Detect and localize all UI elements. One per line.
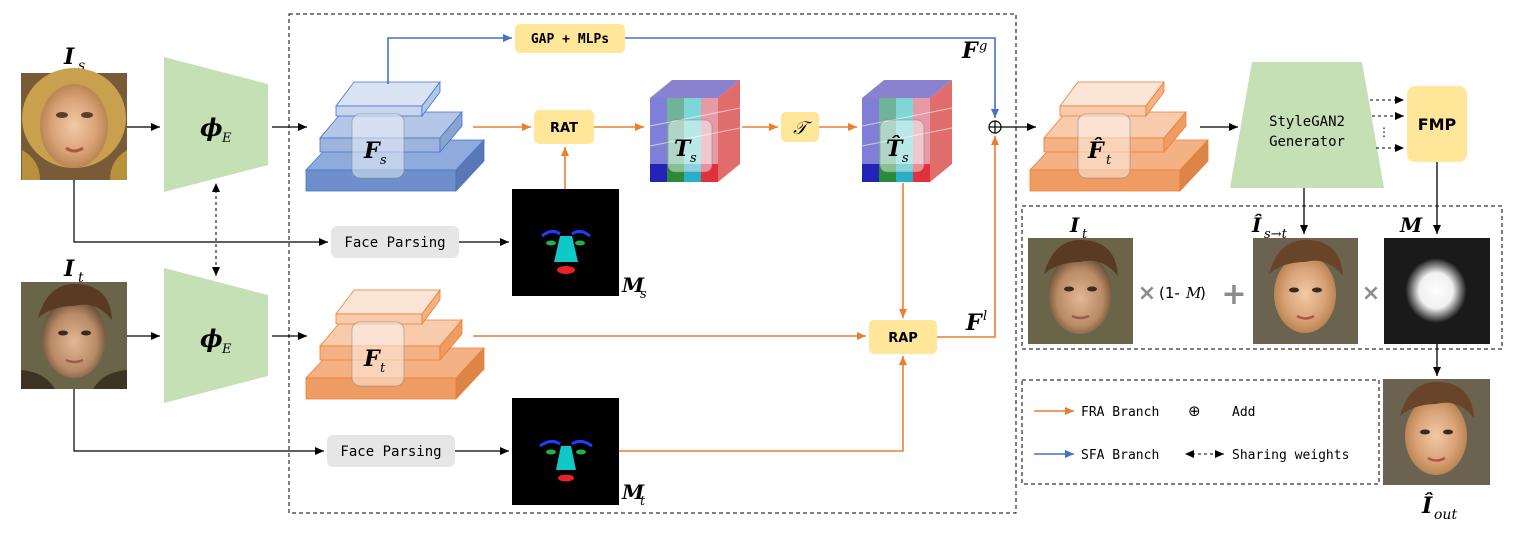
svg-text:M: M [621,273,645,297]
token-cube-transformed: T̂ s [861,80,953,182]
output-image [1383,379,1490,485]
svg-text:T: T [674,136,692,162]
rat-box: RAT [534,110,594,144]
global-feature-label: F g [961,38,987,64]
svg-text:F̂: F̂ [1087,138,1105,164]
target-face-image [21,282,127,389]
blend-target-image [1028,238,1133,344]
legend-add-label: Add [1232,405,1255,420]
stylegan2-generator: StyleGAN2 Generator [1230,62,1384,188]
source-feature-pyramid: F s [305,80,485,193]
svg-text:s: s [640,287,647,302]
svg-text:t: t [78,270,84,286]
svg-text:ϕ: ϕ [200,113,223,142]
svg-text:FMP: FMP [1418,115,1457,134]
svg-text:M: M [1185,284,1202,302]
svg-text:E: E [221,131,232,146]
svg-text:I: I [63,256,75,282]
svg-text:out: out [1434,507,1457,523]
gap-mlps-box: GAP + MLPs [515,24,625,53]
svg-text:t: t [1082,227,1088,242]
face-parsing-target: Face Parsing [327,435,455,467]
encoder-target: ϕ E [164,268,268,403]
fmp-box: FMP [1407,86,1467,162]
svg-text:s: s [78,58,85,74]
source-image-label: I s [63,44,85,74]
more-features-dots: ⋮ [1378,125,1390,139]
target-mask-image [512,398,619,505]
svg-text:I: I [1069,213,1080,237]
svg-text:F: F [363,346,381,372]
legend-fra-label: FRA Branch [1081,405,1159,420]
target-mask-label: M t [621,480,646,509]
blend-target-label: I t [1069,213,1088,242]
arrow-target-to-face-parsing [73,389,324,455]
transformer-box: 𝒯 [781,112,819,142]
svg-text:GAP + MLPs: GAP + MLPs [531,32,609,47]
times-symbol-2: × [1362,281,1380,306]
source-mask-label: M s [621,273,647,302]
svg-text:T̂: T̂ [886,136,904,162]
legend-add-symbol: ⊕ [1188,402,1201,420]
local-feature-label: F l [965,309,987,336]
add-operator [988,120,1002,134]
svg-text:Î: Î [1421,492,1433,519]
source-mask-image [512,189,619,296]
legend-sfa-label: SFA Branch [1081,448,1159,463]
arrow-gap-to-add [625,37,999,118]
swapped-face-image [1253,238,1358,344]
svg-text:): ) [1200,284,1206,302]
core-module-frame [288,13,1017,514]
svg-text:(1-: (1- [1159,284,1180,302]
output-label: Î out [1421,492,1457,523]
source-face-image [21,68,127,180]
svg-text:StyleGAN2: StyleGAN2 [1269,114,1345,130]
svg-text:s: s [690,151,697,166]
face-parsing-source: Face Parsing [331,226,459,258]
svg-text:Face Parsing: Face Parsing [340,444,441,460]
arrow-mt-to-rap [619,356,907,452]
svg-text:F: F [363,138,381,164]
arrow-fs-to-gap [387,34,512,84]
svg-text:s: s [380,153,387,168]
svg-text:Generator: Generator [1269,134,1345,150]
svg-text:Face Parsing: Face Parsing [344,235,445,251]
svg-text:M: M [1399,213,1423,237]
svg-text:I: I [63,44,75,70]
svg-text:F: F [961,38,979,64]
times-symbol-1: × [1138,281,1156,306]
mask-label: M [1399,213,1423,237]
token-cube-source: T s [649,80,741,182]
svg-text:t: t [640,494,646,509]
svg-text:g: g [979,39,987,54]
encoder-source: ϕ E [164,57,268,192]
svg-text:RAP: RAP [888,331,918,346]
legend-sharing-label: Sharing weights [1232,448,1349,463]
target-image-label: I t [63,256,84,286]
swapped-label: Î s→t [1251,213,1288,242]
arrow-rap-to-add [937,136,999,338]
plus-symbol: + [1221,277,1246,312]
svg-text:E: E [221,342,232,357]
one-minus-mask-label: (1- M ) [1159,284,1206,302]
rap-box: RAP [869,320,937,354]
svg-text:t: t [1106,153,1112,168]
svg-text:ϕ: ϕ [200,324,223,353]
svg-text:s: s [902,151,909,166]
legend: FRA Branch ⊕ Add SFA Branch Sharing weig… [1021,379,1380,485]
blending-frame [1021,205,1503,350]
svg-text:M: M [621,480,645,504]
fused-feature-pyramid: F̂ t [1029,80,1209,193]
arrow-source-to-face-parsing [73,180,328,246]
svg-text:t: t [380,361,386,376]
svg-text:l: l [983,309,987,324]
target-feature-pyramid: F t [305,288,485,401]
svg-text:RAT: RAT [550,121,578,136]
blend-mask-image [1384,238,1490,344]
svg-text:Î: Î [1251,213,1262,237]
svg-text:F: F [965,310,983,336]
